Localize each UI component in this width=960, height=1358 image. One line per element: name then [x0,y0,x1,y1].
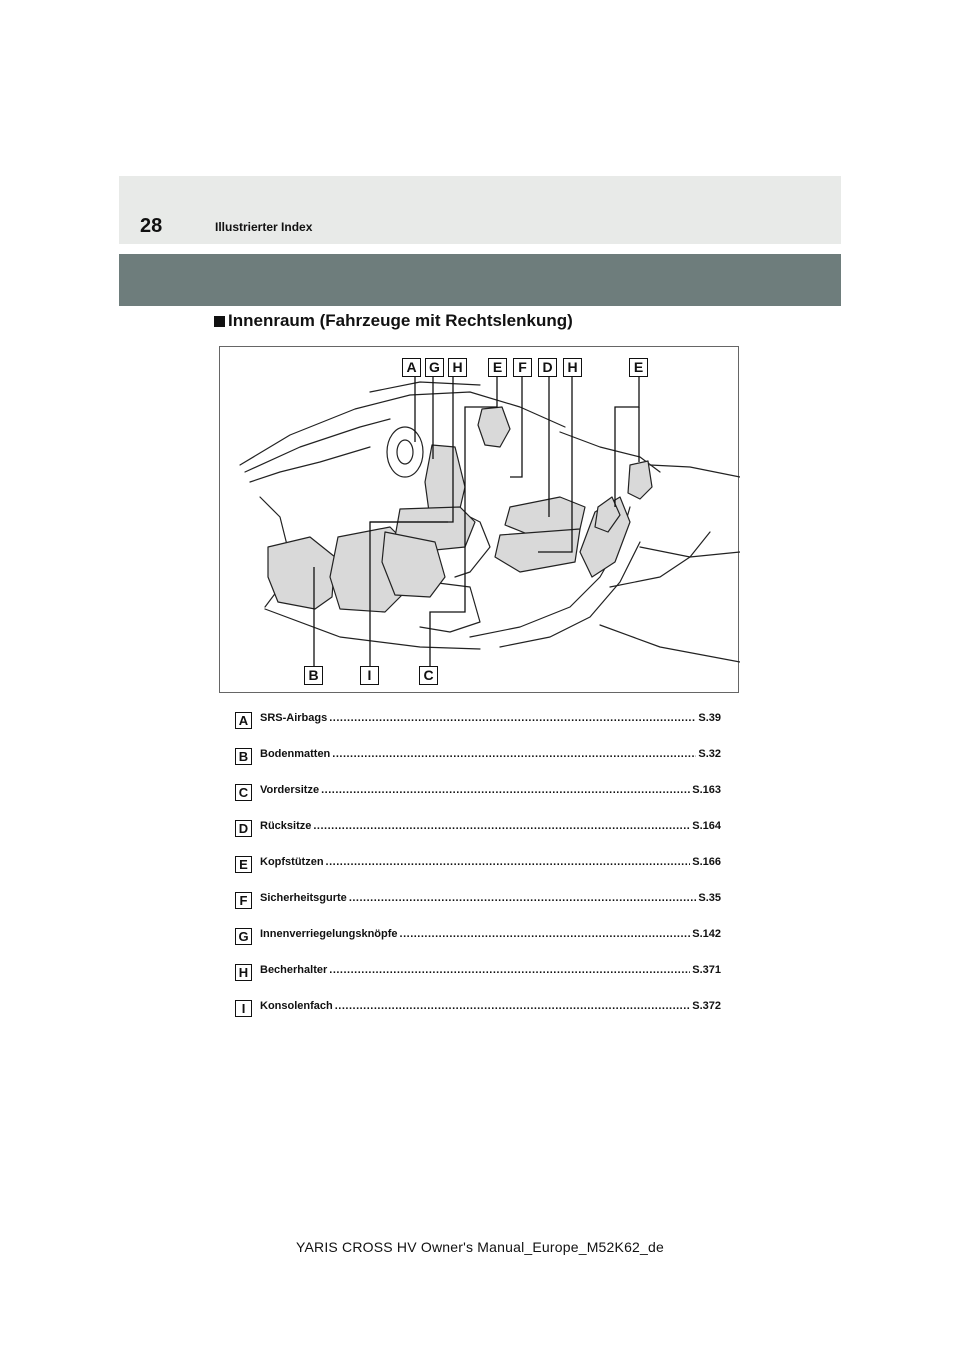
index-label: SRS-Airbags [260,712,328,724]
footer-manual-id: YARIS CROSS HV Owner's Manual_Europe_M52… [295,1239,664,1255]
callout-e-rear: E [629,358,648,377]
page-reference[interactable]: S.372 [692,1000,721,1012]
page-reference[interactable]: S.35 [698,892,721,904]
front-seat-lower [381,531,446,598]
letter-box: G [235,927,252,945]
interior-drawing [239,375,740,669]
callout-g: G [425,358,444,377]
callout-i: I [360,666,379,685]
letter-box: A [235,711,252,729]
dot-leader [326,856,691,868]
header-bar [119,176,841,244]
rear-headrest-left [594,496,621,533]
page-reference[interactable]: S.39 [698,712,721,724]
index-label: Becherhalter [260,964,328,976]
index-item-sicherheitsgurte[interactable]: F Sicherheitsgurte S.35 [235,884,721,920]
dot-leader [329,964,690,976]
callout-a: A [402,358,421,377]
index-item-kopfstuetzen[interactable]: E Kopfstützen S.166 [235,848,721,884]
index-label: Innenverriegelungsknöpfe [260,928,398,940]
dot-leader [332,748,696,760]
letter-box: F [235,891,252,909]
square-bullet-icon [214,315,225,327]
index-label: Vordersitze [260,784,320,796]
subsection-title: Innenraum (Fahrzeuge mit Rechtslenkung) [228,311,573,330]
callout-e: E [488,358,507,377]
dot-leader [313,820,690,832]
letter-box: B [235,747,252,765]
index-item-srs-airbags[interactable]: A SRS-Airbags S.39 [235,704,721,740]
chapter-title: Illustrierter Index [215,220,313,234]
index-label: Sicherheitsgurte [260,892,347,904]
index-item-konsolenfach[interactable]: I Konsolenfach S.372 [235,992,721,1028]
subsection-heading: Innenraum (Fahrzeuge mit Rechtslenkung) [214,310,573,332]
letter-box: C [235,783,252,801]
page-reference[interactable]: S.166 [692,856,721,868]
index-item-becherhalter[interactable]: H Becherhalter S.371 [235,956,721,992]
index-item-vordersitze[interactable]: C Vordersitze S.163 [235,776,721,812]
callout-h-rear: H [563,358,582,377]
floor-mat-left [267,536,336,610]
index-item-innenverriegelungsknoepfe[interactable]: G Innenverriegelungsknöpfe S.142 [235,920,721,956]
section-bar [119,254,841,306]
index-item-bodenmatten[interactable]: B Bodenmatten S.32 [235,740,721,776]
dashboard-outline [239,391,566,466]
index-label: Konsolenfach [260,1000,333,1012]
letter-box: E [235,855,252,873]
letter-box: H [235,963,252,981]
index-label: Kopfstützen [260,856,324,868]
page-number: 28 [140,215,163,237]
dot-leader [400,928,691,940]
dot-leader [349,892,697,904]
callout-b: B [304,666,323,685]
page-reference[interactable]: S.164 [692,820,721,832]
index-item-ruecksitze[interactable]: D Rücksitze S.164 [235,812,721,848]
letter-box: I [235,999,252,1017]
interior-illustration: A G H E F D H E B I C [219,346,740,693]
rear-center-console [494,528,581,573]
dot-leader [329,712,696,724]
letter-box: D [235,819,252,837]
rear-headrest-right [627,460,653,500]
page-reference[interactable]: S.32 [698,748,721,760]
dot-leader [335,1000,691,1012]
index-list: A SRS-Airbags S.39 B Bodenmatten S.32 C Vo… [235,704,721,1028]
index-label: Rücksitze [260,820,312,832]
front-headrest [477,406,511,448]
callout-c: C [419,666,438,685]
page-reference[interactable]: S.142 [692,928,721,940]
page-reference[interactable]: S.371 [692,964,721,976]
index-label: Bodenmatten [260,748,331,760]
page-reference[interactable]: S.163 [692,784,721,796]
callout-d: D [538,358,557,377]
callout-h: H [448,358,467,377]
callout-f: F [513,358,532,377]
dot-leader [321,784,690,796]
